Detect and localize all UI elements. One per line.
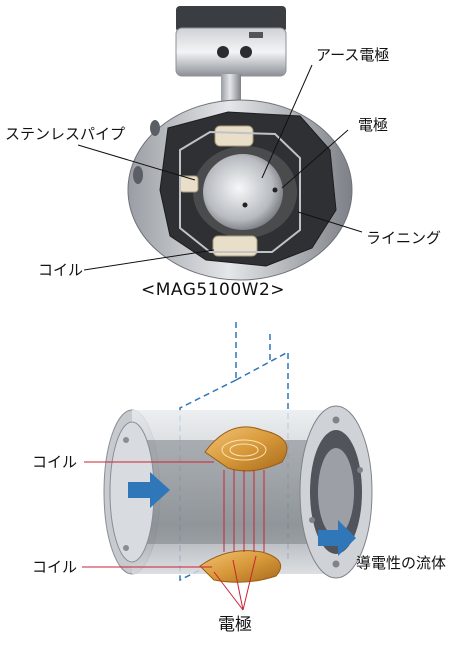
coil-upper-shape <box>204 426 288 472</box>
label-conductive-fluid: 導電性の流体 <box>356 554 447 572</box>
label-stainless-pipe: ステンレスパイプ <box>5 125 126 143</box>
outflow-arrow <box>318 520 356 556</box>
outlet-flange <box>299 405 373 579</box>
label-coil-top-figure: コイル <box>38 261 84 279</box>
label-lining: ライニング <box>366 229 442 247</box>
label-coil-lower: コイル <box>32 558 78 576</box>
bottom-leader-lines <box>82 461 257 611</box>
inflow-arrow <box>128 472 170 508</box>
label-earth-electrode: アース電極 <box>316 46 390 64</box>
principle-diagram <box>103 322 373 583</box>
top-leader-lines <box>77 64 363 271</box>
label-electrode-top: 電極 <box>358 116 389 134</box>
label-coil-upper: コイル <box>32 453 78 471</box>
cable-gland-right <box>240 46 252 58</box>
sensor-neck <box>221 74 241 108</box>
earth-electrode-dot <box>242 202 248 208</box>
magnetic-field-lines <box>223 470 265 552</box>
transmitter-head <box>175 6 287 77</box>
electrode-dot <box>272 187 278 193</box>
model-name: <MAG5100W2> <box>141 280 286 300</box>
cable-gland-left <box>217 46 229 58</box>
stainless-pipe-bore <box>203 154 283 230</box>
coil-top <box>214 125 254 147</box>
coil-lower-shape <box>199 550 282 583</box>
mag5100w2-sensor <box>127 6 353 281</box>
label-electrode-bottom: 電極 <box>218 615 252 635</box>
